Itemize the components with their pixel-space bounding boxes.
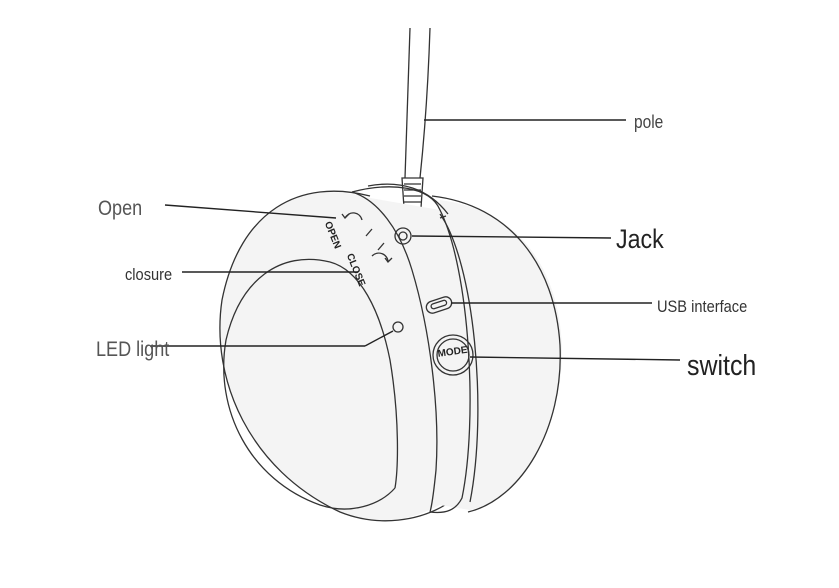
- usb-port: [425, 296, 453, 314]
- leader-lines: [150, 119, 681, 361]
- label-jack: Jack: [616, 224, 664, 254]
- label-closure: closure: [125, 265, 173, 284]
- right-hemisphere: [431, 195, 562, 513]
- label-usb-interface: USB interface: [657, 297, 748, 316]
- label-led-light: LED light: [96, 338, 170, 361]
- left-hemisphere: [219, 190, 446, 522]
- label-switch: switch: [687, 350, 757, 382]
- label-open: Open: [98, 197, 143, 220]
- label-pole: pole: [634, 112, 664, 132]
- jack-port: [394, 227, 412, 245]
- mode-button: [432, 334, 474, 376]
- led-indicator: [392, 321, 404, 333]
- center-band: [351, 183, 479, 514]
- pole: [401, 27, 431, 209]
- close-arrow-icon: [371, 252, 389, 263]
